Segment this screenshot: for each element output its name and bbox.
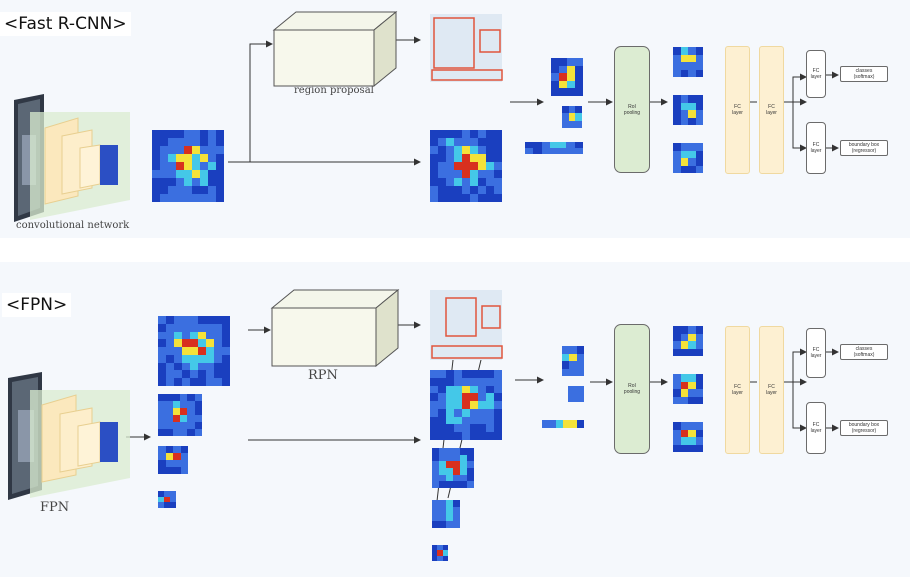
pyramid-level-2 (158, 394, 202, 436)
fpn-pooled-output-2 (673, 374, 703, 404)
fpn-projected-level-2 (432, 448, 474, 488)
fpn-bbox-output-label: boundary box (regressor) (848, 422, 880, 434)
pooled-output-2 (673, 95, 703, 125)
fpn-title: <FPN> (2, 293, 72, 317)
fpn-pooled-output-3 (673, 422, 703, 452)
fpn-roi-crop-wide (542, 420, 584, 428)
fpn-conv-output (100, 422, 118, 462)
fpn-fc-layer-2-label: FC layer (766, 384, 777, 396)
fc-layer-1-label: FC layer (732, 104, 743, 116)
fpn-fc-layer-cls-label: FC layer (810, 347, 822, 359)
projected-feature-map (430, 130, 502, 202)
fpn-fc-layer-1-label: FC layer (732, 384, 743, 396)
fpn-projected-level-4 (432, 545, 448, 561)
pyramid-level-1 (158, 316, 230, 386)
fpn-fc-layer-box-label: FC layer (810, 422, 822, 434)
fast-rcnn-title: <Fast R-CNN> (0, 12, 131, 36)
fc-layer-2: FC layer (759, 46, 784, 174)
bbox-output: boundary box (regressor) (840, 140, 888, 156)
fpn-roi-pooling-block: RoI pooling (614, 324, 650, 454)
pyramid-level-4 (158, 491, 176, 508)
fc-layer-cls-label: FC layer (810, 68, 822, 80)
classes-output-label: classes (softmax) (853, 68, 875, 80)
roi-crop-large (551, 58, 583, 96)
roi-crop-small (562, 106, 582, 128)
bbox-output-label: boundary box (regressor) (848, 142, 880, 154)
fast-rcnn-backbone-label: convolutional network (16, 220, 130, 231)
fc-layer-1: FC layer (725, 46, 750, 174)
pooled-output-1 (673, 47, 703, 77)
roi-pooling-label: RoI pooling (623, 103, 641, 116)
fpn-roi-pooling-label: RoI pooling (623, 383, 641, 395)
fpn-backbone-label: FPN (40, 500, 70, 515)
fpn-bbox-output: boundary box (regressor) (840, 420, 888, 436)
fc-layer-2-label: FC layer (766, 104, 777, 116)
region-proposal-label: region proposal (294, 85, 374, 96)
fpn-roi-crop-large (562, 346, 584, 376)
fpn-pooled-output-1 (673, 326, 703, 356)
fpn-roi-crop-small (568, 386, 584, 402)
fpn-fc-layer-2: FC layer (759, 326, 784, 454)
fpn-projected-level-3 (432, 500, 460, 528)
fc-layer-box-label: FC layer (810, 142, 822, 154)
classes-output: classes (softmax) (840, 66, 888, 82)
fpn-fc-layer-cls: FC layer (806, 328, 826, 378)
pyramid-level-3 (158, 446, 188, 474)
fpn-classes-output: classes (softmax) (840, 344, 888, 360)
pooled-output-3 (673, 143, 703, 173)
fpn-projected-level-1 (430, 370, 502, 440)
rpn-label: RPN (308, 368, 338, 383)
fc-layer-cls: FC layer (806, 50, 826, 98)
fpn-proposal-image (430, 290, 502, 360)
fc-layer-box: FC layer (806, 122, 826, 174)
fpn-fc-layer-1: FC layer (725, 326, 750, 454)
roi-crop-wide (525, 142, 583, 154)
fpn-fc-layer-box: FC layer (806, 402, 826, 454)
conv-output (100, 145, 118, 185)
roi-pooling-block: RoI pooling (614, 46, 650, 173)
feature-map (152, 130, 224, 202)
fpn-classes-output-label: classes (softmax) (853, 346, 875, 358)
